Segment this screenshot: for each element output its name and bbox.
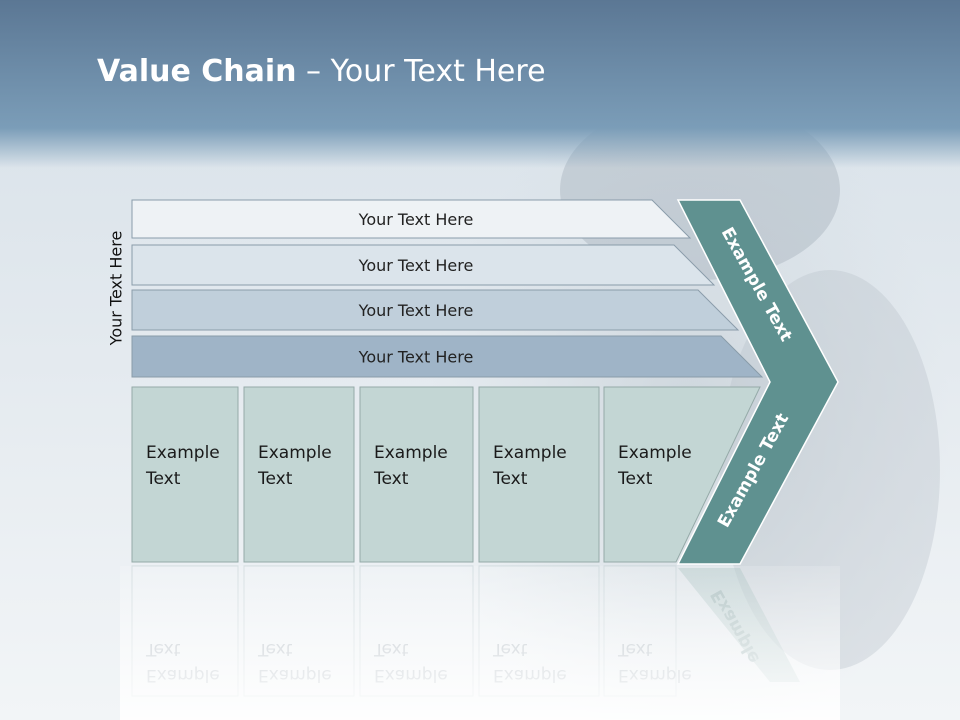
box-label-line2: Text xyxy=(492,469,528,489)
box-label-line1: Example xyxy=(493,443,567,463)
box-label-line1: Example xyxy=(374,443,448,463)
band-label: Your Text Here xyxy=(358,301,474,320)
box-label-line1: Example xyxy=(618,443,692,463)
box-label-line2: Text xyxy=(145,469,181,489)
value-band: Your Text Here xyxy=(131,289,740,331)
band-label: Your Text Here xyxy=(358,348,474,367)
value-band: Your Text Here xyxy=(131,244,716,286)
page-title: Value Chain – Your Text Here xyxy=(97,54,546,89)
box-label-line2: Text xyxy=(257,469,293,489)
value-band: Your Text Here xyxy=(131,199,692,239)
box-label-line2: Text xyxy=(617,469,653,489)
value-band: Your Text Here xyxy=(131,335,764,378)
box-label-line2: Text xyxy=(373,469,409,489)
box-label-line1: Example xyxy=(258,443,332,463)
box-label-line1: Example xyxy=(146,443,220,463)
band-label: Your Text Here xyxy=(358,210,474,229)
band-label: Your Text Here xyxy=(358,256,474,275)
